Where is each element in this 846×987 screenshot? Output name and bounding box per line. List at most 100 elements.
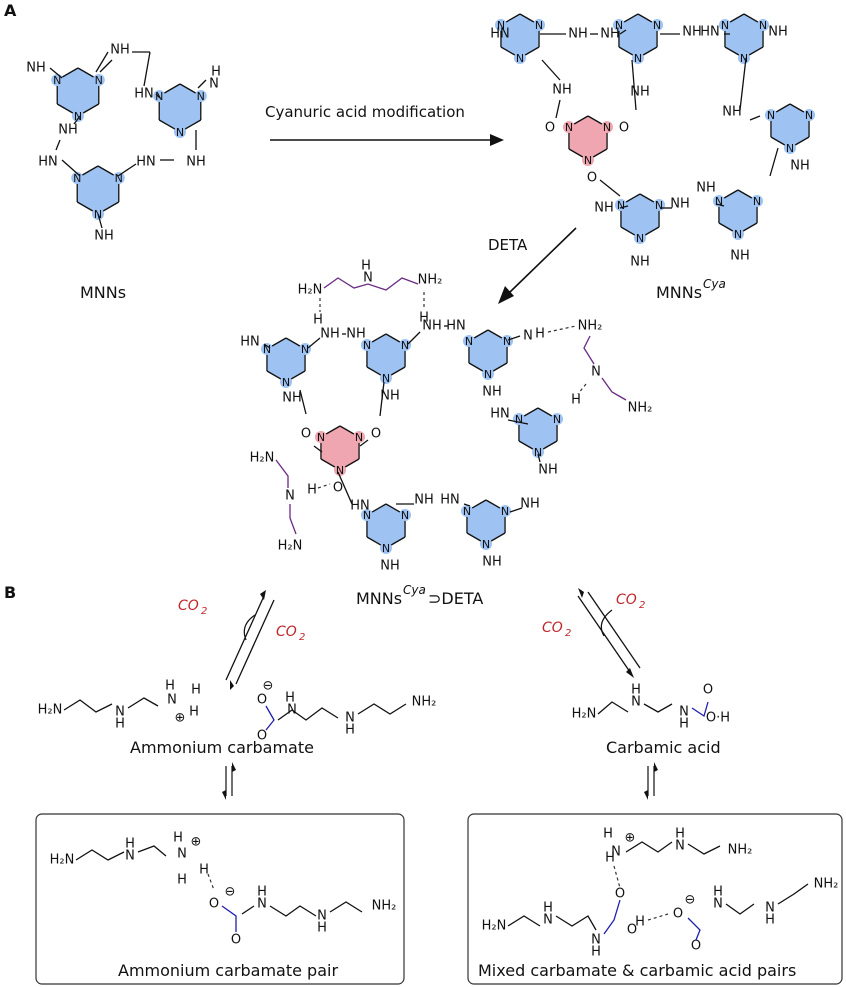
deta-a-n: N <box>363 271 373 286</box>
bond <box>337 471 353 505</box>
ac-o1: O <box>257 693 267 708</box>
triazine-deta-3-n-bg <box>482 368 494 380</box>
triazine-cya-red <box>568 116 608 160</box>
deta-nh-7: NH <box>282 391 302 406</box>
triazine-cya-1 <box>500 14 540 58</box>
mnns-hn-g: HN <box>136 155 156 170</box>
triazine-deta-4-n-bg <box>551 413 564 425</box>
bond <box>155 93 161 99</box>
triazine-cya-3-n-bg <box>718 19 731 31</box>
caption-ammonium-pair: Ammonium carbamate pair <box>118 961 338 980</box>
mp-minus: ⊖ <box>685 893 696 908</box>
acp-nh3-h1: H <box>173 831 183 846</box>
acp-chain-2 <box>137 845 167 857</box>
triazine-cya-5-n-bg <box>634 232 646 244</box>
acp-h: H <box>125 837 135 852</box>
svg-text:CO: CO <box>542 620 563 636</box>
deta-nh-2: NH <box>320 327 340 342</box>
mp-n-c: N <box>591 933 601 948</box>
mp-o2: O <box>627 923 637 938</box>
mnns-nh-h: NH <box>186 155 206 170</box>
ca-h2n: H₂N <box>572 707 597 722</box>
deta-nh-11: NH <box>538 463 558 478</box>
deta-b-n: N <box>591 365 601 380</box>
ca-n2: N <box>679 705 689 720</box>
mixed-pair-box <box>467 813 843 985</box>
deta-o-2: O <box>371 427 381 442</box>
ca-n1-h: H <box>631 683 641 698</box>
bond <box>55 139 61 151</box>
triazine-mnns-2-n-bg <box>174 126 186 138</box>
cya-nh-6: NH <box>768 25 788 40</box>
triazine-deta-6-n-bg <box>499 505 512 517</box>
bond <box>49 67 63 79</box>
triazine-deta-5-n-bg <box>380 542 392 554</box>
hbond <box>613 865 621 889</box>
triazine-deta-red-n-atom: N <box>317 431 325 444</box>
triazine-deta-5-n-atom: N <box>363 509 371 522</box>
svg-text:MNNs: MNNs <box>356 589 402 608</box>
triazine-cya-5-n-bg <box>614 199 627 211</box>
triazine-cya-4-n-atom: N <box>786 142 794 155</box>
ac-h2n: H₂N <box>38 703 63 718</box>
triazine-cya-6-n-atom: N <box>753 195 761 208</box>
caption-mnns-cya: MNNs Cya <box>656 277 726 302</box>
triazine-cya-2-n-atom: N <box>634 52 642 65</box>
hbond <box>647 913 669 921</box>
mnns-hn-c: HN <box>134 87 154 102</box>
cya-o-3: O <box>587 171 597 186</box>
triazine-mnns-3-n-atom: N <box>73 172 81 185</box>
mp-nh2-right: NH₂ <box>814 877 839 892</box>
cya-o-1: O <box>545 121 555 136</box>
ac-nh3-h1: H <box>165 679 175 694</box>
equilibrium-left <box>225 590 275 690</box>
svg-text:CO: CO <box>178 598 199 614</box>
triazine-mnns-3-n-bg <box>71 172 84 184</box>
mp-n-e: N <box>765 901 775 916</box>
triazine-cya-4-n-bg <box>764 109 777 121</box>
triazine-deta-red <box>320 426 360 470</box>
triazine-cya-2-n-atom: N <box>615 19 623 32</box>
svg-text:CO: CO <box>616 592 637 608</box>
acp-n3: N <box>317 909 327 924</box>
acp-n3-h: H <box>317 921 327 936</box>
ac-h-a: H <box>285 691 295 706</box>
deta-n-6: N <box>523 329 533 344</box>
triazine-cya-6-n-bg <box>732 228 744 240</box>
triazine-mnns-1-n-bg <box>92 74 105 86</box>
caption-mixed-pair: Mixed carbamate & carbamic acid pairs <box>478 961 796 980</box>
acp-chain-4 <box>329 901 363 913</box>
caption-carbamic-acid: Carbamic acid <box>606 738 721 757</box>
mp-carboxy-2 <box>687 917 701 941</box>
deta-nh-16: NH <box>380 559 400 574</box>
deta-a-hbond-h1: H <box>313 313 323 328</box>
ac-carboxy <box>265 705 275 731</box>
acp-chain-1 <box>75 849 125 861</box>
ac-n-h: H <box>115 717 125 732</box>
triazine-deta-1-n-bg <box>280 376 292 388</box>
mp-n-c-h: H <box>591 945 601 960</box>
acp-nh3-h3: H <box>199 863 209 878</box>
bond <box>537 453 541 463</box>
triazine-cya-3-n-atom: N <box>721 19 729 32</box>
acp-n2-h: H <box>257 885 267 900</box>
triazine-cya-red-n-bg <box>582 154 594 166</box>
mp-o1: O <box>615 887 625 902</box>
ac-chain-2 <box>127 697 159 709</box>
triazine-cya-5-n-atom: N <box>655 199 663 212</box>
svg-text:⊃DETA: ⊃DETA <box>428 589 483 608</box>
triazine-deta-1-n-bg <box>299 343 312 355</box>
cya-nh-4: NH <box>682 25 702 40</box>
cya-nh-12: NH <box>594 201 614 216</box>
ac-chain-3 <box>277 707 339 721</box>
triazine-deta-4-n-atom: N <box>534 446 542 459</box>
triazine-cya-red-n-atom: N <box>584 154 592 167</box>
triazine-deta-6-n-atom: N <box>501 505 509 518</box>
ac-nh2: NH₂ <box>412 695 437 710</box>
ac-n: N <box>115 705 125 720</box>
deta-nh-13: NH <box>414 493 434 508</box>
cyanuric-label: Cyanuric acid modification <box>265 103 465 121</box>
deta-c-h: H <box>307 483 317 498</box>
panel-label-b: B <box>4 583 16 602</box>
